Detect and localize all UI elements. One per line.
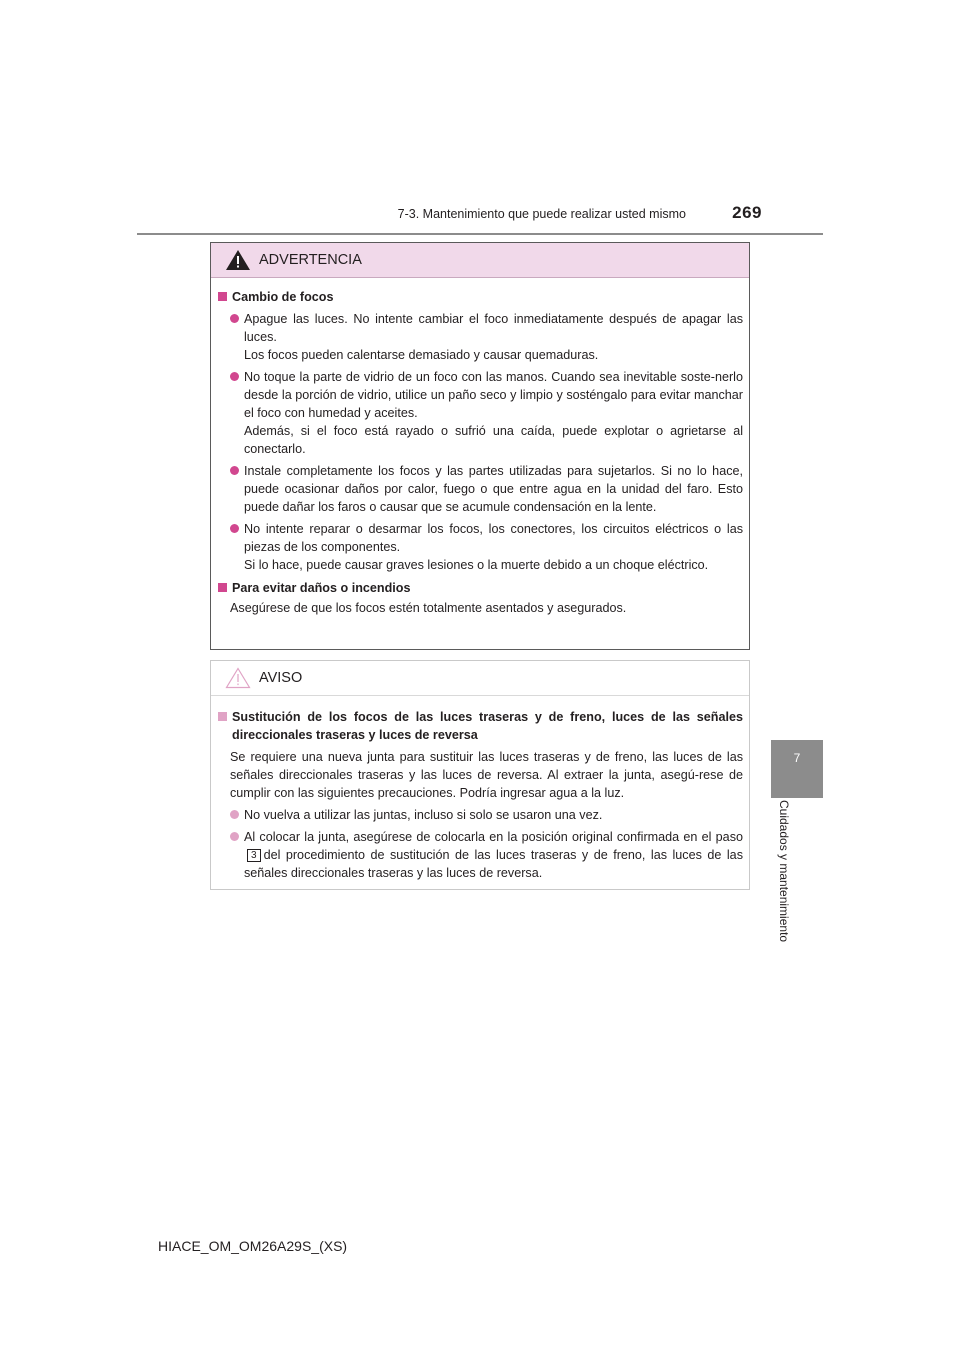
square-bullet-icon (218, 292, 227, 301)
list-item: No intente reparar o desarmar los focos,… (230, 520, 743, 574)
section-heading-text: Cambio de focos (232, 290, 334, 304)
circle-bullet-icon (230, 524, 239, 533)
text-after-step: del procedimiento de sustitución de las … (244, 848, 743, 880)
list-item-text: Instale completamente los focos y las pa… (244, 464, 743, 514)
list-item-text: Si lo hace, puede causar graves lesiones… (244, 558, 709, 572)
list-item: No toque la parte de vidrio de un foco c… (230, 368, 743, 458)
circle-bullet-icon (230, 832, 239, 841)
chapter-label: Cuidados y mantenimiento (777, 800, 791, 943)
list-item-text: Los focos pueden calentarse demasiado y … (244, 348, 599, 362)
list-item-text: No toque la parte de vidrio de un foco c… (244, 370, 743, 420)
chapter-tab (771, 740, 823, 798)
circle-bullet-icon (230, 372, 239, 381)
notice-header: AVISO (211, 661, 749, 696)
list-item-text: No intente reparar o desarmar los focos,… (244, 522, 743, 554)
page-number: 269 (732, 203, 762, 222)
chapter-label-container: Cuidados y mantenimiento (766, 800, 802, 970)
warning-triangle-icon (226, 250, 250, 270)
notice-body: Sustitución de los focos de las luces tr… (211, 696, 749, 882)
circle-bullet-icon (230, 466, 239, 475)
list-item-text: Además, si el foco está rayado o sufrió … (244, 424, 743, 456)
square-bullet-icon (218, 583, 227, 592)
notice-box: AVISO Sustitución de los focos de las lu… (210, 660, 750, 890)
list-item-text: Apague las luces. No intente cambiar el … (244, 312, 743, 344)
list-item-text: No vuelva a utilizar las juntas, incluso… (244, 808, 603, 822)
section-text: Asegúrese de que los focos estén totalme… (230, 601, 627, 615)
warning-section-heading: Para evitar daños o incendios (218, 579, 743, 597)
warning-body: Cambio de focos Apague las luces. No int… (211, 278, 749, 617)
list-item: No vuelva a utilizar las juntas, incluso… (230, 806, 743, 824)
step-number-badge: 3 (247, 849, 261, 862)
section-heading-text: Sustitución de los focos de las luces tr… (232, 710, 743, 742)
warning-box: ADVERTENCIA Cambio de focos Apague las l… (210, 242, 750, 650)
section-heading-text: Para evitar daños o incendios (232, 581, 411, 595)
list-item: Apague las luces. No intente cambiar el … (230, 310, 743, 364)
list-item-text: Al colocar la junta, asegúrese de coloca… (244, 828, 743, 882)
section-title: 7-3. Mantenimiento que puede realizar us… (397, 207, 686, 221)
circle-bullet-icon (230, 314, 239, 323)
list-item: Instale completamente los focos y las pa… (230, 462, 743, 516)
section-text: Se requiere una nueva junta para sustitu… (230, 750, 743, 800)
notice-title: AVISO (259, 670, 303, 686)
chapter-number: 7 (793, 751, 801, 765)
list-item: Al colocar la junta, asegúrese de coloca… (230, 828, 743, 882)
warning-title: ADVERTENCIA (259, 252, 362, 268)
warning-header: ADVERTENCIA (211, 243, 749, 278)
warning-section-heading: Cambio de focos (218, 288, 743, 306)
header-rule (137, 233, 823, 235)
square-bullet-icon (218, 712, 227, 721)
circle-bullet-icon (230, 810, 239, 819)
notice-section-heading: Sustitución de los focos de las luces tr… (218, 708, 743, 744)
text-before-step: Al colocar la junta, asegúrese de coloca… (244, 830, 743, 844)
document-code: HIACE_OM_OM26A29S_(XS) (158, 1238, 348, 1254)
caution-triangle-icon (225, 667, 251, 689)
